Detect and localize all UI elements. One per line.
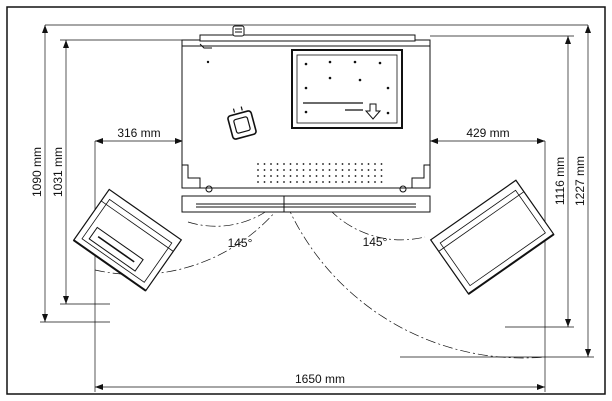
right-door-inner-arc: [329, 209, 426, 241]
connector-icon: [232, 25, 245, 37]
arrowheads: [42, 25, 591, 390]
rear-panel: [291, 49, 403, 129]
hinge-brackets: [182, 164, 430, 193]
right-door-angle-label: 145°: [363, 235, 388, 249]
depth-outer-left-label: 1090 mm: [30, 147, 44, 197]
fridge-front-frame: [181, 195, 431, 213]
depth-inner-right-label: 1116 mm: [553, 157, 567, 205]
ventilation-dots: [257, 163, 383, 183]
left-door-angle-label: 145°: [228, 236, 253, 250]
left-door-clearance-label: 316 mm: [117, 126, 160, 140]
dimension-lines: [40, 24, 594, 392]
right-door-clearance-label: 429 mm: [466, 126, 509, 140]
outer-frame: [6, 6, 606, 395]
depth-outer-right-label: 1227 mm: [573, 156, 587, 206]
left-door: [72, 188, 183, 292]
cabinet-bracket: [199, 43, 212, 49]
right-door-outer-arc: [286, 204, 546, 359]
water-valve: [227, 106, 257, 140]
down-arrow-icon: [364, 103, 382, 120]
depth-inner-left-label: 1031 mm: [51, 147, 65, 197]
total-width-label: 1650 mm: [295, 372, 345, 386]
right-door: [429, 179, 555, 295]
